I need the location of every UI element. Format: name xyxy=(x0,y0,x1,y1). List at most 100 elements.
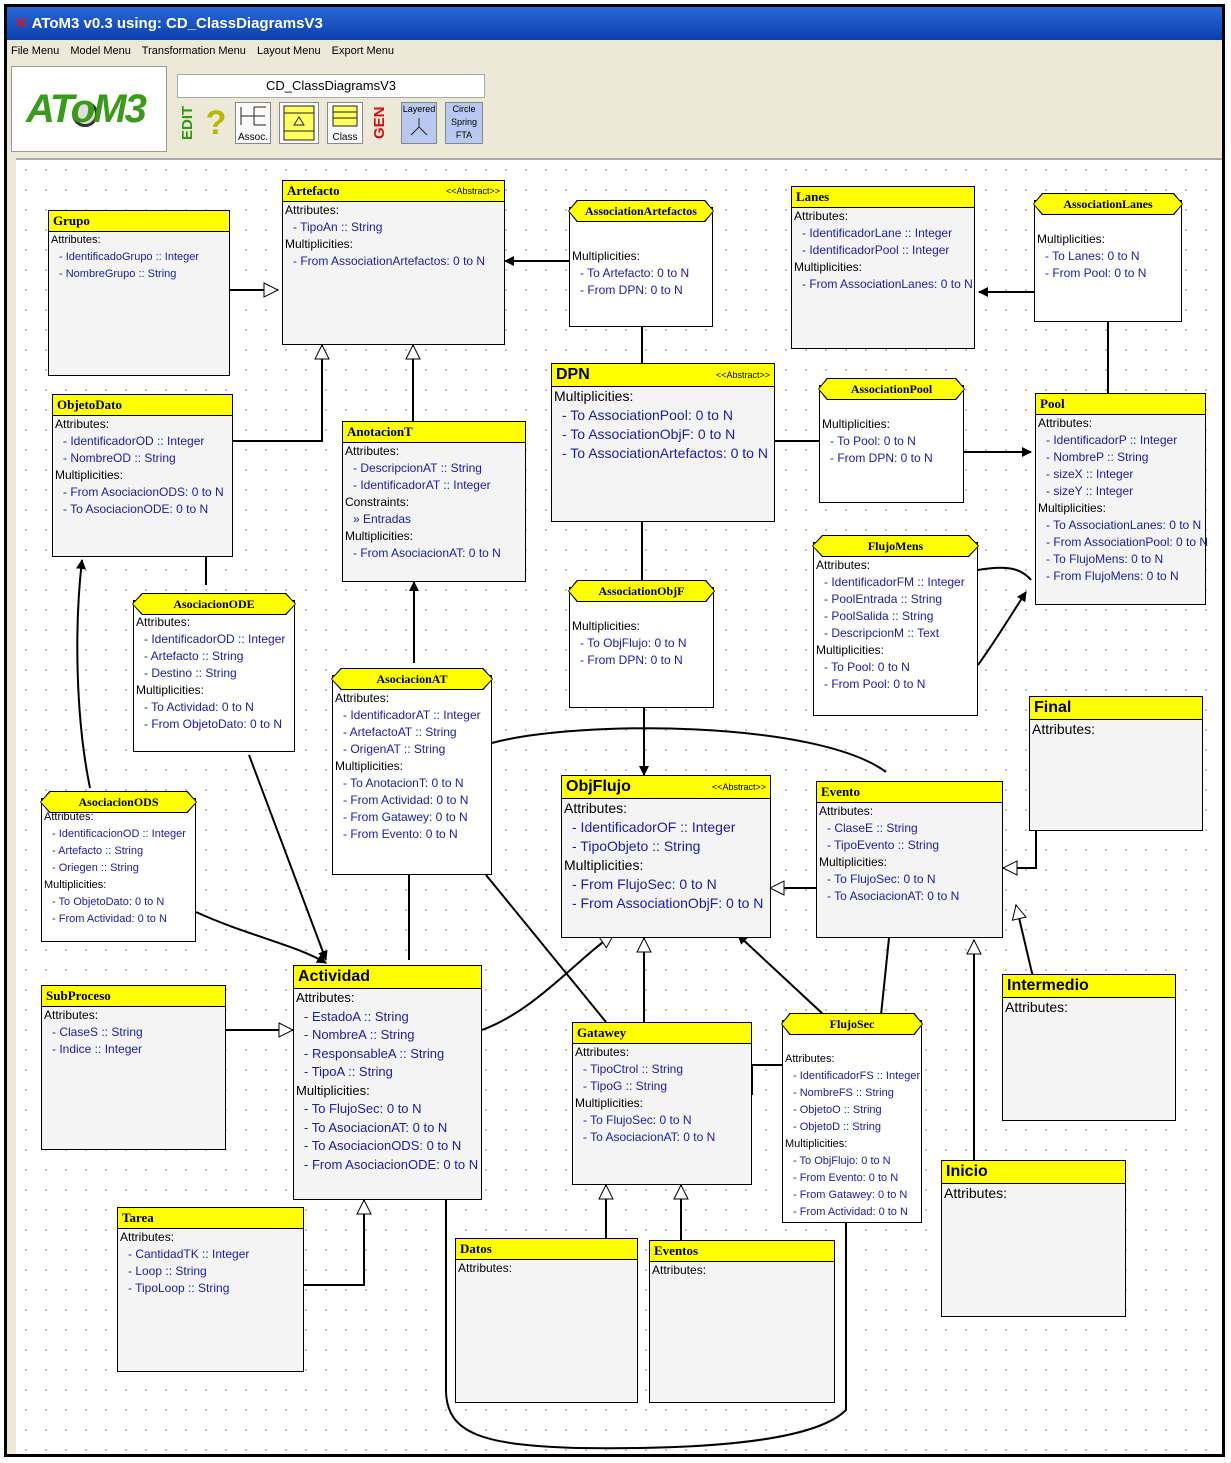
section-label: Attributes: xyxy=(944,1185,1008,1201)
assoc-name: AssociationObjF xyxy=(569,581,714,601)
class-objetodato[interactable]: ObjetoDato Attributes: - IdentificadorOD… xyxy=(52,394,233,557)
class-grupo[interactable]: Grupo Attributes: - IdentificadoGrupo ::… xyxy=(48,210,230,376)
class-objflujo[interactable]: ObjFlujo<<Abstract>> Attributes: - Ident… xyxy=(561,775,771,938)
attribute: - ObjetoO :: String xyxy=(793,1104,882,1116)
circle-label: Circle xyxy=(452,104,476,114)
assoc-label: Assoc. xyxy=(237,132,268,143)
assoc-name: AsociacionODE xyxy=(133,594,295,614)
class-actividad[interactable]: Actividad Attributes: - EstadoA :: Strin… xyxy=(293,965,482,1200)
class-name: Tarea xyxy=(122,1210,154,1225)
attribute: - TipoEvento :: String xyxy=(827,838,940,852)
attribute: - ClaseS :: String xyxy=(52,1025,143,1039)
class-dpn[interactable]: DPN<<Abstract>> Multiplicities: - To Ass… xyxy=(551,363,775,522)
section-label: Attributes: xyxy=(652,1263,707,1277)
class-evento[interactable]: Evento Attributes: - ClaseE :: String - … xyxy=(816,781,1003,938)
class-gatawey[interactable]: Gatawey Attributes: - TipoCtrol :: Strin… xyxy=(572,1022,752,1185)
menu-transformation[interactable]: Transformation Menu xyxy=(141,45,246,57)
class-artefacto[interactable]: Artefacto<<Abstract>> Attributes: - Tipo… xyxy=(282,180,505,345)
class-name: Actividad xyxy=(298,968,371,985)
section-label: Attributes: xyxy=(296,990,355,1005)
multiplicity: - To AsociacionAT: 0 to N xyxy=(304,1119,448,1135)
menu-export[interactable]: Export Menu xyxy=(331,45,395,57)
assoc-button[interactable]: Assoc. xyxy=(235,102,271,144)
menu-layout[interactable]: Layout Menu xyxy=(256,45,321,57)
class-icon xyxy=(332,105,358,127)
link-actividad-flujosec-loop xyxy=(445,1200,847,1450)
assoc-name: AsociacionAT xyxy=(332,669,492,689)
class-intermedio[interactable]: Intermedio Attributes: xyxy=(1002,974,1176,1121)
multiplicity: - From DPN: 0 to N xyxy=(830,451,933,465)
class-header: DPN<<Abstract>> xyxy=(552,364,774,387)
class-tarea[interactable]: Tarea Attributes: - CantidadTK :: Intege… xyxy=(117,1207,304,1372)
link-gatawey-flujosec xyxy=(751,1064,782,1095)
multiplicity: - To FlujoSec: 0 to N xyxy=(583,1113,692,1127)
multiplicity: - To FlujoSec: 0 to N xyxy=(304,1101,422,1116)
assoc-associationpool[interactable]: AssociationPool Multiplicities: - To Poo… xyxy=(818,378,965,503)
class-button[interactable]: Class xyxy=(327,102,363,144)
gen-label: GEN xyxy=(371,106,388,140)
class-header: Intermedio xyxy=(1003,975,1175,998)
section-label: Attributes: xyxy=(55,417,110,431)
multiplicity: - From AssociationObjF: 0 to N xyxy=(572,895,764,911)
circle-spring-fta-button[interactable]: Circle Spring FTA xyxy=(445,102,483,144)
assoc-asociacionods[interactable]: AsociacionODS Attributes: - Identificaci… xyxy=(40,791,197,942)
attribute: - TipoObjeto :: String xyxy=(572,838,701,854)
menu-model[interactable]: Model Menu xyxy=(70,45,131,57)
title-bar: ✕AToM3 v0.3 using: CD_ClassDiagramsV3 xyxy=(7,7,1222,40)
help-button[interactable]: ? xyxy=(203,102,229,144)
class-final[interactable]: Final Attributes: xyxy=(1029,696,1203,831)
class-header: ObjFlujo<<Abstract>> xyxy=(562,776,770,799)
class-lanes[interactable]: Lanes Attributes: - IdentificadorLane ::… xyxy=(791,186,975,349)
attribute: - DescripcionM :: Text xyxy=(824,626,940,640)
section-label: Multiplicities: xyxy=(572,249,641,263)
attribute: - NombreFS :: String xyxy=(793,1087,894,1099)
assoc-asociacionode[interactable]: AsociacionODE Attributes: - Identificado… xyxy=(132,593,296,752)
class-datos[interactable]: Datos Attributes: xyxy=(455,1238,638,1403)
section-label: Multiplicities: xyxy=(1038,501,1107,515)
inheritance-button[interactable] xyxy=(279,102,319,144)
assoc-associationartefactos[interactable]: AssociationArtefactos Multiplicities: - … xyxy=(568,200,714,327)
assoc-flujomens[interactable]: FlujoMens Attributes: - IdentificadorFM … xyxy=(812,535,979,716)
class-label: Class xyxy=(332,132,358,143)
class-name: Artefacto xyxy=(287,183,340,198)
multiplicity: - From AsociacionODE: 0 to N xyxy=(304,1156,479,1172)
multiplicity: - From Evento: 0 to N xyxy=(793,1172,899,1184)
layered-layout-button[interactable]: Layered xyxy=(401,102,437,144)
section-label: Attributes: xyxy=(51,234,101,246)
attribute: - IdentificadorOD :: Integer xyxy=(63,434,205,448)
gen-button[interactable]: GEN xyxy=(371,102,393,144)
attribute: - OrigenAT :: String xyxy=(343,742,446,756)
assoc-asociacionat[interactable]: AsociacionAT Attributes: - Identificador… xyxy=(331,668,493,875)
assoc-associationobjf[interactable]: AssociationObjF Multiplicities: - To Obj… xyxy=(568,580,715,708)
diagram-canvas[interactable]: Artefacto<<Abstract>> Attributes: - Tipo… xyxy=(16,158,1222,1454)
inheritance-icon xyxy=(283,105,315,141)
edit-button[interactable]: EDIT xyxy=(179,102,199,144)
attribute: - Artefacto :: String xyxy=(52,845,144,857)
multiplicity: - To Pool: 0 to N xyxy=(830,434,916,448)
multiplicity: - From AssociationArtefactos: 0 to N xyxy=(293,254,486,268)
multiplicity: - From DPN: 0 to N xyxy=(580,283,683,297)
multiplicity: - From Pool: 0 to N xyxy=(1045,266,1147,280)
assoc-name: AssociationPool xyxy=(819,379,964,399)
attribute: - IdentificadoGrupo :: Integer xyxy=(59,251,200,263)
class-header: Gatawey xyxy=(573,1023,751,1044)
class-pool[interactable]: Pool Attributes: - IdentificadorP :: Int… xyxy=(1035,393,1208,605)
menu-file[interactable]: File Menu xyxy=(11,45,60,57)
assoc-flujosec[interactable]: FlujoSec Attributes: - IdentificadorFS :… xyxy=(781,1013,923,1223)
assoc-icon xyxy=(240,106,266,126)
class-name: AnotacionT xyxy=(347,424,413,439)
section-label: Multiplicities: xyxy=(564,857,644,873)
section-label: Attributes: xyxy=(120,1230,175,1244)
class-eventos[interactable]: Eventos Attributes: xyxy=(649,1240,835,1403)
section-label: Multiplicities: xyxy=(296,1082,370,1098)
section-label: Multiplicities: xyxy=(819,855,888,869)
class-subproceso[interactable]: SubProceso Attributes: - ClaseS :: Strin… xyxy=(41,985,226,1150)
section-label: Multiplicities: xyxy=(816,643,885,657)
toolbar: AToM3 CD_ClassDiagramsV3 EDIT ? Assoc. C… xyxy=(7,62,1222,158)
gear-icon xyxy=(72,101,98,127)
multiplicity: - From AsociacionODS: 0 to N xyxy=(63,485,224,499)
class-inicio[interactable]: Inicio Attributes: xyxy=(941,1160,1126,1317)
assoc-associationlanes[interactable]: AssociationLanes Multiplicities: - To La… xyxy=(1033,193,1183,322)
class-anotaciont[interactable]: AnotacionT Attributes: - DescripcionAT :… xyxy=(342,421,526,582)
multiplicity: - To AsociacionAT: 0 to N xyxy=(583,1130,716,1144)
